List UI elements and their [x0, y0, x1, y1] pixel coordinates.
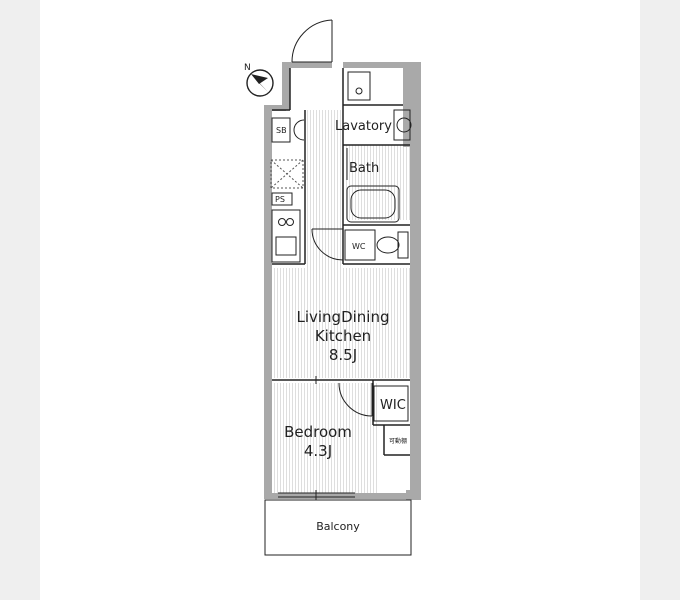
ldk-floor — [268, 268, 410, 378]
kitchen-counter — [271, 209, 301, 263]
shoe-box — [271, 117, 291, 143]
balcony-window — [278, 490, 355, 500]
ldk-size: 8.5J — [329, 346, 357, 364]
north-compass-icon — [246, 69, 274, 97]
lavatory-label: Lavatory — [335, 119, 392, 134]
ps-label: PS — [275, 195, 285, 204]
washer-space — [347, 71, 371, 101]
sb-door — [293, 119, 305, 141]
fridge-space — [270, 159, 304, 189]
bedroom-floor — [268, 383, 378, 493]
bedroom-door — [338, 382, 373, 417]
balcony-outline — [264, 499, 412, 556]
toilet — [376, 231, 409, 259]
wc-label-box — [344, 229, 376, 261]
bath-door — [342, 148, 348, 180]
sb-label: SB — [276, 126, 287, 135]
bath-label: Bath — [349, 161, 379, 176]
hall-door — [311, 228, 344, 261]
exterior-walls — [264, 62, 421, 500]
north-label: N — [244, 63, 251, 73]
bedroom-label: Bedroom — [284, 423, 352, 441]
wic-box — [373, 385, 409, 422]
ldk-name-line2: Kitchen — [315, 327, 371, 345]
lavatory-sink — [393, 109, 412, 141]
balcony-label: Balcony — [316, 520, 360, 533]
storage-label: 可動棚 — [389, 437, 407, 445]
hall-floor — [305, 110, 343, 268]
wc-label: WC — [352, 242, 366, 251]
bedroom-size: 4.3J — [304, 442, 332, 460]
interior-walls — [272, 68, 410, 456]
bath-floor — [343, 145, 410, 220]
bathtub — [346, 185, 400, 223]
wic-label: WIC — [380, 398, 406, 413]
ldk-name-line1: LivingDining — [296, 308, 389, 326]
ps-box — [271, 192, 293, 206]
entrance-door — [291, 19, 333, 63]
